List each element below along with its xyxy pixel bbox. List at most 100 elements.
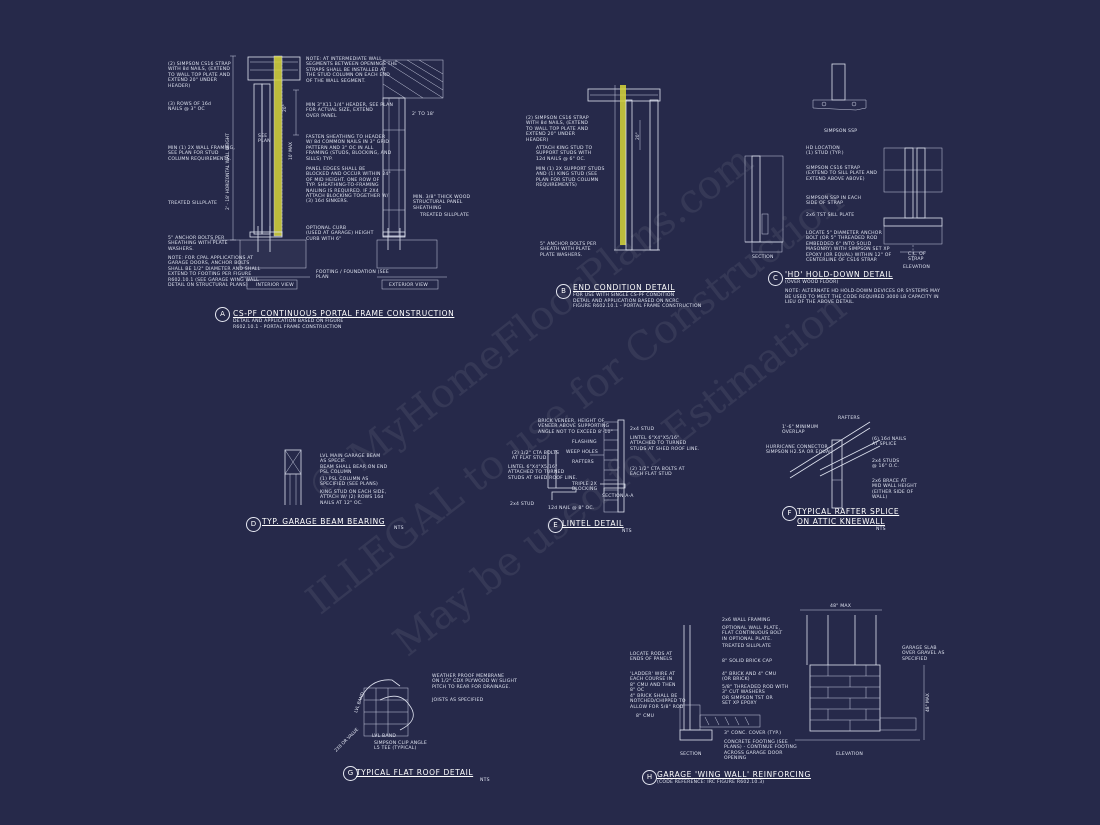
detail-d-note: LVL MAIN GARAGE BEAM AS SPECIF.: [320, 454, 381, 465]
detail-b-dim-20: 20": [636, 132, 641, 140]
detail-a-note: MIN (1) 2X WALL FRAMING, SEE PLAN FOR ST…: [168, 146, 236, 162]
detail-c-note: 2x6 TST SILL PLATE: [806, 213, 855, 218]
detail-c-elevation-label: ELEVATION: [903, 265, 931, 270]
detail-h-section-drawing: [679, 625, 761, 741]
detail-d-note: BEAM SHALL BEAR ON END PSL COLUMN: [320, 465, 388, 476]
detail-g-drawing: [359, 679, 414, 737]
detail-e-note: 2x4 STUD: [630, 427, 655, 432]
detail-h-title: GARAGE 'WING WALL' REINFORCING: [657, 770, 811, 779]
detail-b-subtitle: FOR USE WITH SINGLE CS-PF CONDITION DETA…: [573, 293, 702, 310]
detail-d-nts: NTS: [394, 526, 404, 531]
detail-c-top-label: SIMPSON SSP: [824, 129, 858, 134]
detail-f-note: 2x4 STUDS @ 16" O.C.: [872, 459, 900, 470]
detail-f-title-2: ON ATTIC KNEEWALL: [797, 517, 886, 526]
detail-f-note: HURRICANE CONNECTOR SIMPSON H2.5A OR EQU…: [766, 445, 833, 456]
detail-g-nts: NTS: [480, 778, 490, 783]
detail-c-note: HD LOCATION (1) STUD (TYP.): [806, 146, 844, 157]
detail-b-note: ATTACH KING STUD TO SUPPORT STUDS WITH 1…: [536, 146, 593, 162]
detail-b-drawing: [587, 85, 661, 251]
detail-f-nts: NTS: [876, 527, 886, 532]
detail-h-note: CONCRETE FOOTING (SEE PLANS) - CONTINUE …: [724, 740, 797, 762]
detail-d-drawing: [284, 449, 302, 505]
detail-c-bubble: C: [768, 271, 783, 286]
detail-e-stud-label: 2x4 STUD: [510, 502, 535, 507]
detail-a-ext-note: TREATED SILLPLATE: [420, 213, 470, 218]
detail-g-bubble: G: [343, 766, 358, 781]
detail-h-note: 'LADDER' WIRE AT EACH COURSE IN 8" CMU A…: [630, 672, 676, 694]
detail-h-note: TREATED SILLPLATE: [722, 644, 772, 649]
detail-a-dim-20: 20": [283, 104, 288, 112]
detail-h-section-label: SECTION: [680, 752, 702, 757]
detail-h-bubble: H: [642, 770, 657, 785]
detail-a-note: (2) SIMPSON CS16 STRAP WITH 8d NAILS, (E…: [168, 62, 231, 89]
detail-e-section-label: SECTION A-A: [602, 494, 634, 499]
detail-e-bubble: E: [548, 518, 563, 533]
detail-h-note: 8" CMU: [636, 714, 655, 719]
detail-f-note: 2x6 BRACE AT MID WALL HEIGHT (EITHER SID…: [872, 479, 917, 501]
detail-b-note: MIN (1) 2X SUPPORT STUDS AND (1) KING ST…: [536, 167, 605, 189]
detail-a-interior-label: INTERIOR VIEW: [256, 283, 294, 288]
detail-h-note: LOCATE RODS AT ENDS OF PANELS: [630, 652, 673, 663]
detail-b-note: (2) SIMPSON CS16 STRAP WITH 8d NAILS, (E…: [526, 116, 589, 143]
detail-g-note: SIMPSON CLIP ANGLE L5 TEE (TYPICAL): [374, 741, 427, 752]
detail-a-exterior-drawing: [376, 59, 447, 290]
detail-h-dim-side: 48" MAX: [926, 693, 931, 712]
detail-h-note: 3" CONC. COVER (TYP.): [724, 731, 782, 736]
detail-c-title: 'HD' HOLD-DOWN DETAIL: [785, 270, 893, 279]
detail-d-bubble: D: [246, 517, 261, 532]
detail-b-title: END CONDITION DETAIL: [573, 283, 675, 292]
detail-a-exterior-label: EXTERIOR VIEW: [389, 283, 429, 288]
detail-h-elevation-drawing: [795, 609, 925, 741]
detail-a-ext-note: MIN. 3/8" THICK WOOD STRUCTURAL PANEL SH…: [413, 195, 471, 211]
detail-f-note: 1'-6" MINIMUM OVERLAP: [782, 425, 819, 436]
detail-c-note: SIMPSON SSP IN EACH SIDE OF STRAP: [806, 196, 862, 207]
detail-c-section-label: SECTION: [752, 255, 774, 260]
detail-g-lvl-band-h: LVL BAND: [372, 734, 397, 739]
detail-e-note: LINTEL 6"X4"X5/16" ATTACHED TO TURNED ST…: [630, 436, 700, 452]
detail-a-note: PANEL EDGES SHALL BE BLOCKED AND OCCUR W…: [306, 167, 391, 205]
detail-d-note: KING STUD ON EACH SIDE, ATTACH W/ (2) RO…: [320, 490, 387, 506]
detail-h-note: 2x6 WALL FRAMING: [722, 618, 771, 623]
detail-a-note: MIN 3"X11 1/4" HEADER, SEE PLAN FOR ACTU…: [306, 103, 394, 119]
detail-e-nail-label: 12d NAIL @ 8" OC.: [548, 506, 595, 511]
detail-g-note: WEATHER PROOF MEMBRANE ON 1/2" CDX PLYWO…: [432, 674, 518, 690]
detail-a-note: NOTE: AT INTERMEDIATE WALL SEGMENTS BETW…: [306, 57, 398, 84]
detail-c-note-bottom: NOTE: ALTERNATE HD HOLD-DOWN DEVICES OR …: [785, 289, 941, 306]
detail-a-note: OPTIONAL CURB (USED AT GARAGE) HEIGHT CU…: [306, 226, 374, 242]
detail-c-drawing: [744, 63, 943, 262]
detail-e-nts: NTS: [622, 529, 632, 534]
detail-f-drawing: [789, 421, 881, 509]
detail-g-title: TYPICAL FLAT ROOF DETAIL: [356, 768, 474, 777]
detail-a-interior-drawing: [210, 55, 310, 290]
detail-h-note: 5/8" THREADED ROD WITH 3" CUT WASHERS OR…: [722, 685, 789, 707]
detail-a-note: TREATED SILLPLATE: [168, 201, 218, 206]
detail-c-note: LOCATE 5" DIAMETER ANCHOR BOLT (OR 5" TH…: [806, 231, 892, 264]
detail-e-title: LINTEL DETAIL: [562, 519, 624, 528]
detail-h-elevation-label: ELEVATION: [836, 752, 864, 757]
detail-a-dim-max: 10' MAX: [289, 142, 294, 160]
detail-a-title: CS-PF CONTINUOUS PORTAL FRAME CONSTRUCTI…: [233, 309, 455, 318]
detail-d-title: TYP. GARAGE BEAM BEARING: [262, 517, 386, 526]
detail-a-see-plan: SEE PLAN: [258, 134, 271, 145]
detail-h-note: 4" BRICK SHALL BE NOTCHED/CHIPPED TO ALL…: [630, 694, 686, 710]
detail-f-note: RAFTERS: [838, 416, 860, 421]
detail-e-note: FLASHING: [572, 440, 597, 445]
detail-a-note: NOTE: FOR CPAL APPLICATIONS AT GARAGE DO…: [168, 256, 261, 289]
detail-e-note: (2) 1/2" CTA BOLTS AT FLAT STUD: [512, 451, 560, 462]
detail-a-note: (3) ROWS OF 16d NAILS @ 3" OC: [168, 102, 212, 113]
detail-h-subtitle: (CODE REFERENCE: IRC FIGURE R602.10.3): [657, 780, 765, 785]
detail-h-note: OPTIONAL WALL PLATE, FLAT CONTINUOUS BOL…: [722, 626, 783, 642]
detail-f-bubble: F: [782, 506, 797, 521]
detail-a-note: 5" ANCHOR BOLTS PER SHEATHING WITH PLATE…: [168, 236, 228, 252]
detail-e-note-top: BRICK VENEER, HEIGHT OF VENEER ABOVE SUP…: [538, 419, 613, 435]
detail-f-note: (6) 16d NAILS AT SPLICE: [872, 437, 907, 448]
detail-a-vertical-label: 2' - 18' HORIZONTAL WALL HEIGHT: [226, 133, 231, 210]
detail-h-note: 4" BRICK AND 4" CMU (OR BRICK): [722, 672, 777, 683]
detail-e-note: (2) 1/2" CTA BOLTS AT EACH FLAT STUD: [630, 467, 685, 478]
detail-h-note: 8" SOLID BRICK CAP: [722, 659, 773, 664]
detail-a-note: FASTEN SHEATHING TO HEADER W/ 8d COMMON …: [306, 135, 392, 162]
detail-a-subtitle: DETAIL AND APPLICATION BASED ON FIGURE R…: [233, 319, 344, 330]
detail-e-note: LINTEL 6"X4"X5/16" ATTACHED TO TURNED ST…: [508, 465, 578, 481]
